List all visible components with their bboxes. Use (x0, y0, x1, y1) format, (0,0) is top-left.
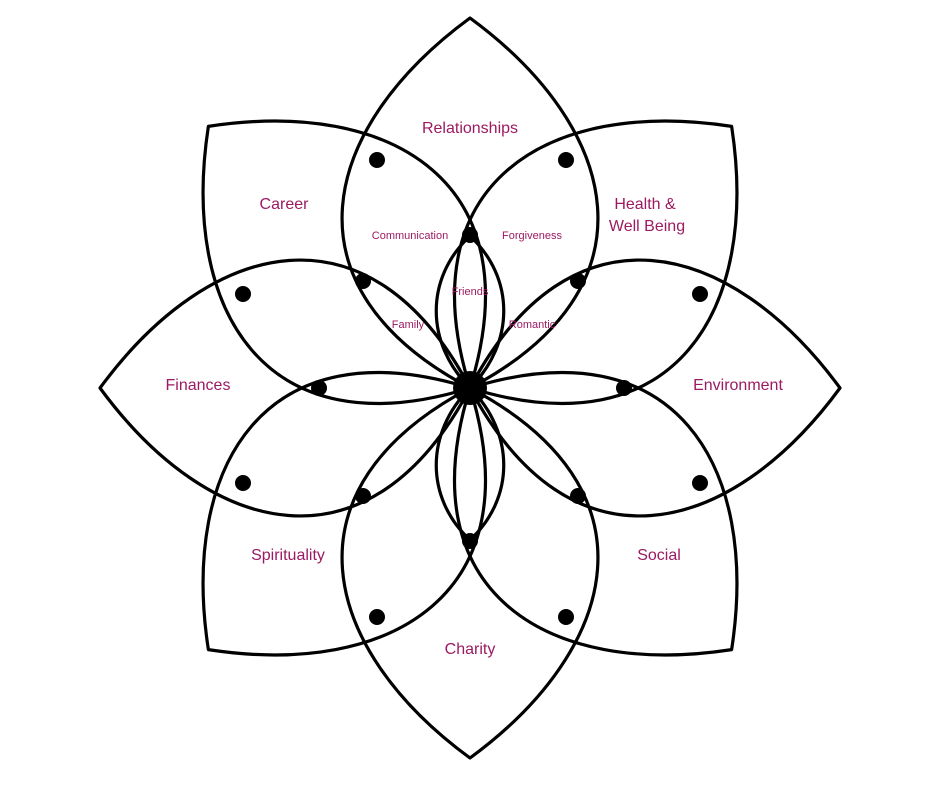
petal-health (452, 119, 739, 406)
node-left-inner (311, 380, 327, 396)
node-lower-right-inner (570, 488, 586, 504)
node-top-right-outer (558, 152, 574, 168)
node-right-lower-outer (692, 475, 708, 491)
node-center (453, 371, 487, 405)
label-career: Career (260, 196, 310, 213)
node-lower-left-inner (355, 488, 371, 504)
label-charity: Charity (445, 641, 496, 658)
petal-finances (98, 258, 472, 518)
node-upper-right-inner (570, 273, 586, 289)
inner-petal-lower (434, 386, 506, 542)
petal-environment (468, 258, 842, 518)
inner-petal-friends (434, 234, 506, 390)
node-left-lower-outer (235, 475, 251, 491)
node-bottom-left-outer (369, 609, 385, 625)
node-right-upper-outer (692, 286, 708, 302)
label-health-line-1: Health & (614, 196, 676, 213)
node-bottom-inner (462, 533, 478, 549)
label-family: Family (392, 319, 425, 331)
label-romantic: Romantic (509, 319, 556, 331)
inner-labels: Communication Forgiveness Friends Family… (372, 230, 563, 331)
node-top-inner (462, 227, 478, 243)
node-top-left-outer (369, 152, 385, 168)
petal-spirituality (201, 370, 488, 657)
label-communication: Communication (372, 230, 448, 242)
label-environment: Environment (693, 377, 783, 394)
node-bottom-right-outer (558, 609, 574, 625)
petal-career (201, 119, 488, 406)
petal-charity (340, 386, 600, 760)
label-finances: Finances (166, 377, 231, 394)
petal-social (452, 370, 739, 657)
label-spirituality: Spirituality (251, 547, 325, 564)
node-upper-left-inner (355, 273, 371, 289)
outer-labels: Relationships Career Health & Well Being… (166, 120, 784, 658)
petal-relationships (340, 16, 600, 390)
node-left-upper-outer (235, 286, 251, 302)
label-friends: Friends (452, 286, 489, 298)
label-health-line-2: Well Being (609, 218, 685, 235)
label-relationships: Relationships (422, 120, 518, 137)
node-right-inner (616, 380, 632, 396)
label-forgiveness: Forgiveness (502, 230, 562, 242)
node-group (235, 152, 708, 625)
label-social: Social (637, 547, 681, 564)
